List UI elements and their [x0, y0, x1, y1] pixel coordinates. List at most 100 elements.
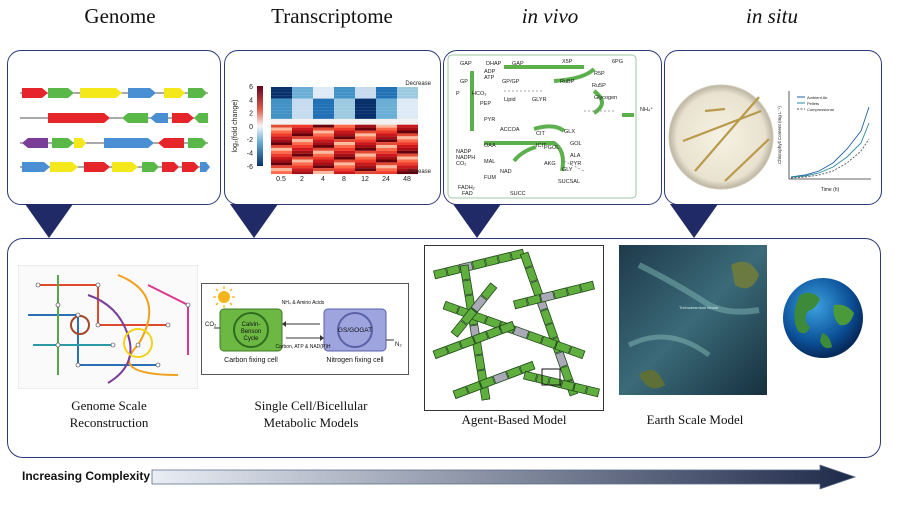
heatmap-cell — [334, 136, 355, 140]
heatmap-cell — [292, 92, 313, 96]
heatmap-cell — [271, 116, 292, 119]
heatmap-cell — [313, 130, 334, 134]
nitrogen-cell-label: Nitrogen fixing cell — [326, 357, 384, 364]
agent-cell — [442, 300, 460, 315]
heatmap-cell — [271, 113, 292, 117]
heatmap-cell — [271, 118, 292, 122]
agent-cell — [470, 294, 488, 313]
metro-station — [95, 322, 101, 328]
heatmap-x-tick: 0.5 — [276, 176, 286, 183]
pathway-metabolite: GLY — [562, 167, 573, 173]
heatmap-cell — [271, 104, 292, 108]
heatmap-cell — [271, 171, 292, 175]
heatmap-cell — [271, 168, 292, 172]
agent-cell — [540, 335, 558, 350]
agent-cell — [512, 325, 530, 340]
heatmap-cell — [292, 162, 313, 166]
heatmap-cell — [313, 127, 334, 131]
pathway-metabolite: GLYR — [532, 97, 547, 103]
caption-single-cell: Single Cell/Bicellular Metabolic Models — [254, 398, 368, 430]
heatmap-cell — [313, 136, 334, 140]
heatmap-cell — [313, 124, 334, 128]
heatmap-cell — [313, 95, 334, 99]
pathway-metabolite: SUCC — [510, 191, 526, 197]
heatmap-cell — [376, 139, 397, 143]
pathway-metabolite: PYR — [570, 161, 581, 167]
agent-cell — [539, 290, 555, 303]
heatmap-cell — [397, 130, 418, 134]
agent-cell — [479, 375, 496, 390]
heatmap-cell — [271, 136, 292, 140]
heatmap-cell — [271, 165, 292, 169]
heatmap-cell — [292, 153, 313, 157]
heatmap-cell — [355, 127, 376, 131]
heatmap-cell — [292, 104, 313, 108]
heatmap-cell — [376, 98, 397, 102]
heatmap-cell — [355, 171, 376, 175]
heatmap-cell — [292, 142, 313, 146]
heatmap-cell — [376, 113, 397, 117]
heatmap-cell — [313, 150, 334, 154]
heatmap-cell — [334, 116, 355, 119]
heatmap-cell — [271, 130, 292, 134]
heatmap-cell — [292, 165, 313, 169]
heatmap-cell — [397, 101, 418, 105]
heatmap-cell — [355, 104, 376, 108]
heatmap-cell — [292, 121, 313, 125]
insitu-series-line — [790, 138, 870, 179]
heatmap-cell — [376, 124, 397, 128]
heatmap-cell — [334, 92, 355, 96]
heatmap-cell — [292, 147, 313, 151]
agent-cell — [513, 297, 529, 310]
pathway-metabolite: NH₄⁺ — [640, 106, 653, 113]
heatmap-cell — [376, 92, 397, 96]
heatmap-x-tick: 12 — [361, 176, 369, 183]
pathway-metabolite: NADPH — [456, 155, 475, 161]
in-situ-visuals: Chlorophyll Content (mg L⁻¹)Time (h)Ambi… — [668, 84, 871, 193]
heatmap-cell — [334, 139, 355, 143]
pathway-metabolite: PGOL — [544, 145, 559, 151]
metro-station — [110, 342, 116, 348]
pathway-metabolite: Lipid — [504, 97, 516, 103]
heatmap-cell — [313, 107, 334, 111]
heatmap-cell — [376, 147, 397, 151]
heatmap-cell — [376, 142, 397, 146]
arrow-down-genome — [25, 204, 73, 238]
heatmap-cell — [313, 98, 334, 102]
pathway-metabolite: NAD — [500, 169, 512, 175]
pathway-metabolite: ALA — [570, 153, 581, 159]
heatmap-cell — [313, 133, 334, 137]
heatmap-cell — [376, 165, 397, 169]
agent-cell — [544, 322, 559, 340]
pathway-metabolite: DHAP — [486, 61, 502, 67]
heatmap-cell — [376, 104, 397, 108]
heatmap-cell — [355, 87, 376, 90]
heatmap-cell — [376, 145, 397, 148]
heatmap-cell — [355, 139, 376, 143]
agent-cell — [559, 365, 574, 383]
heatmap-cell — [355, 159, 376, 163]
heatmap-cell — [271, 121, 292, 125]
heatmap-cell — [376, 156, 397, 160]
heatmap-x-tick: 2 — [300, 176, 304, 183]
heatmap-cell — [334, 168, 355, 172]
heatmap-cell — [355, 121, 376, 125]
pathway-metabolite: GP — [460, 79, 468, 85]
heatmap-cell — [334, 171, 355, 175]
heatmap-cell — [334, 145, 355, 148]
agent-cell — [497, 251, 513, 264]
heatmap-cell — [355, 95, 376, 99]
agent-based-grid — [424, 245, 604, 411]
pathway-metabolite: RuBP — [560, 79, 575, 85]
heatmap-cell — [313, 104, 334, 108]
heatmap-cell — [334, 156, 355, 160]
heatmap-cell — [397, 162, 418, 166]
heatmap-cell — [292, 156, 313, 160]
agent-cell — [433, 267, 448, 280]
heatmap-cell — [292, 101, 313, 105]
carbon-cell — [219, 308, 283, 352]
heatmap-cell — [292, 89, 313, 93]
metro-station — [155, 362, 161, 368]
